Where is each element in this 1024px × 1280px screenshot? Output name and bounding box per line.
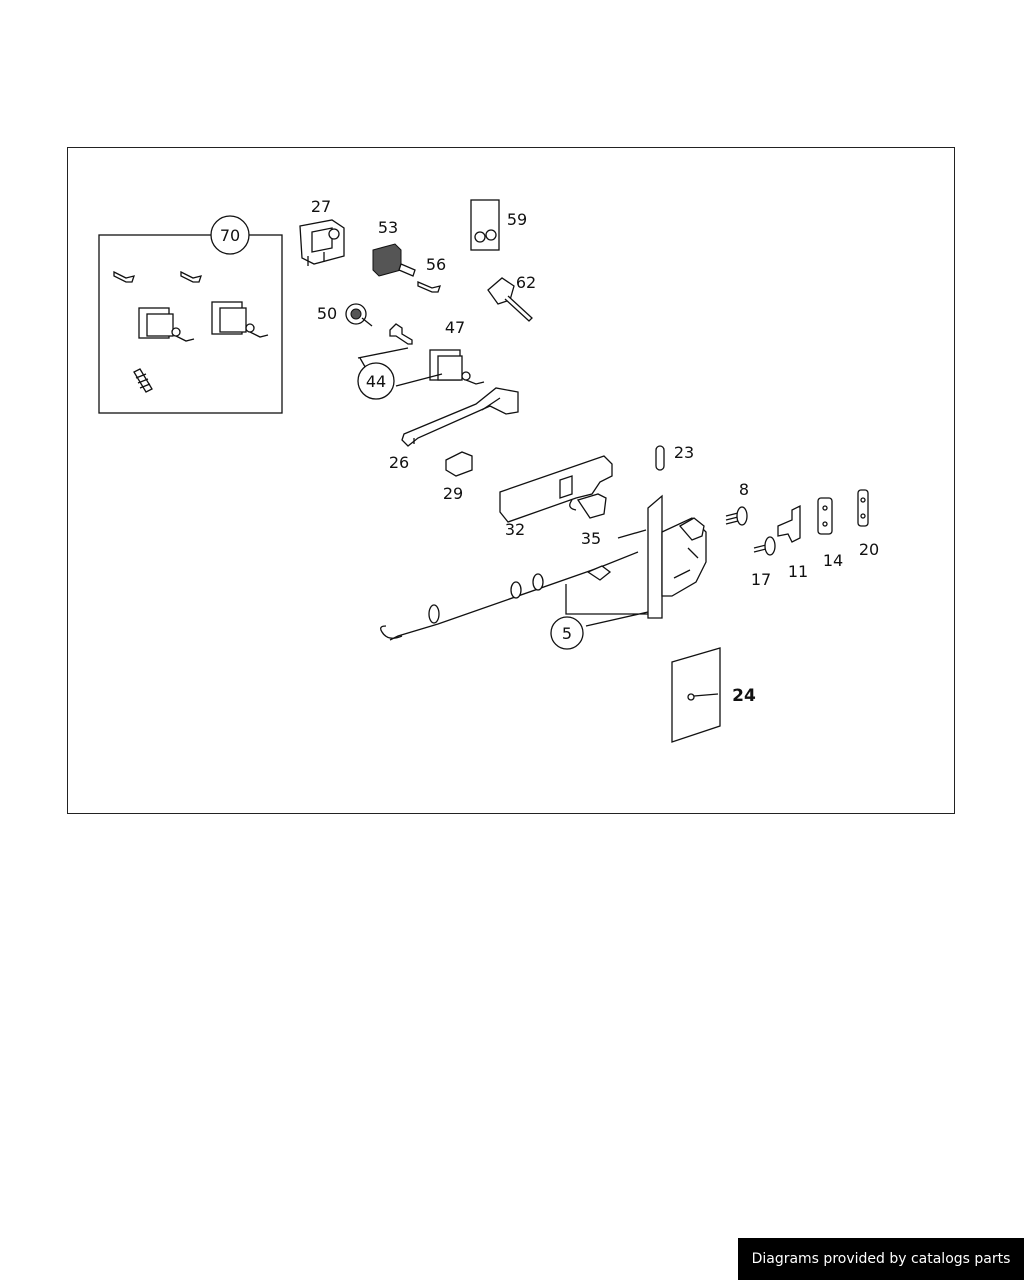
label-26: 26	[389, 453, 409, 472]
callout-44-group: 44	[357, 347, 443, 400]
label-14: 14	[823, 551, 843, 570]
part-5-lock[interactable]	[647, 494, 707, 619]
label-27: 27	[311, 197, 331, 216]
part-47-cylinder[interactable]	[429, 349, 485, 385]
label-32: 32	[505, 520, 525, 539]
kit-box-70: 70	[98, 215, 283, 414]
part-35-clip[interactable]	[569, 493, 607, 519]
part-62[interactable]	[487, 277, 533, 322]
label-20: 20	[859, 540, 879, 559]
label-53: 53	[378, 218, 398, 237]
part-27[interactable]	[299, 219, 345, 266]
label-23: 23	[674, 443, 694, 462]
part-23-pin[interactable]	[655, 445, 665, 471]
bowden-cable[interactable]	[380, 529, 647, 641]
part-53-key[interactable]	[372, 243, 416, 277]
part-key[interactable]	[389, 323, 413, 345]
part-20-shim[interactable]	[857, 489, 869, 527]
part-24-plate[interactable]	[671, 647, 721, 743]
part-32-carrier[interactable]	[499, 455, 613, 523]
label-62: 62	[516, 273, 536, 292]
label-24: 24	[732, 686, 756, 706]
diagram-frame: 70 27 53	[67, 147, 955, 814]
label-56: 56	[426, 255, 446, 274]
lock-cylinder-right[interactable]	[211, 301, 269, 338]
part-8-screw[interactable]	[725, 506, 748, 526]
callout-circle-5[interactable]	[550, 616, 584, 650]
label-11: 11	[788, 562, 808, 581]
exploded-parts-diagram: 70 27 53	[98, 197, 879, 743]
label-8: 8	[739, 480, 749, 499]
part-26-handle[interactable]	[401, 387, 519, 447]
label-47: 47	[445, 318, 465, 337]
callout-70: 70	[220, 226, 240, 245]
callout-44: 44	[366, 372, 386, 391]
callout-5-group: 5	[550, 584, 649, 650]
label-29: 29	[443, 484, 463, 503]
lock-cylinder-left[interactable]	[138, 307, 195, 342]
part-14-shim[interactable]	[817, 497, 833, 535]
label-59: 59	[507, 210, 527, 229]
part-56[interactable]	[417, 281, 441, 293]
part-29[interactable]	[445, 451, 473, 477]
part-17-screw[interactable]	[753, 536, 776, 556]
callout-circle-44[interactable]	[357, 362, 395, 400]
label-17: 17	[751, 570, 771, 589]
part-50[interactable]	[345, 303, 373, 327]
label-35: 35	[581, 529, 601, 548]
part-11-bracket[interactable]	[777, 504, 801, 543]
credit-bar: Diagrams provided by catalogs parts	[738, 1238, 1024, 1280]
callout-5: 5	[562, 624, 572, 643]
callout-circle-70[interactable]	[210, 215, 250, 255]
label-50: 50	[317, 304, 337, 323]
part-59-plate[interactable]	[470, 199, 500, 251]
